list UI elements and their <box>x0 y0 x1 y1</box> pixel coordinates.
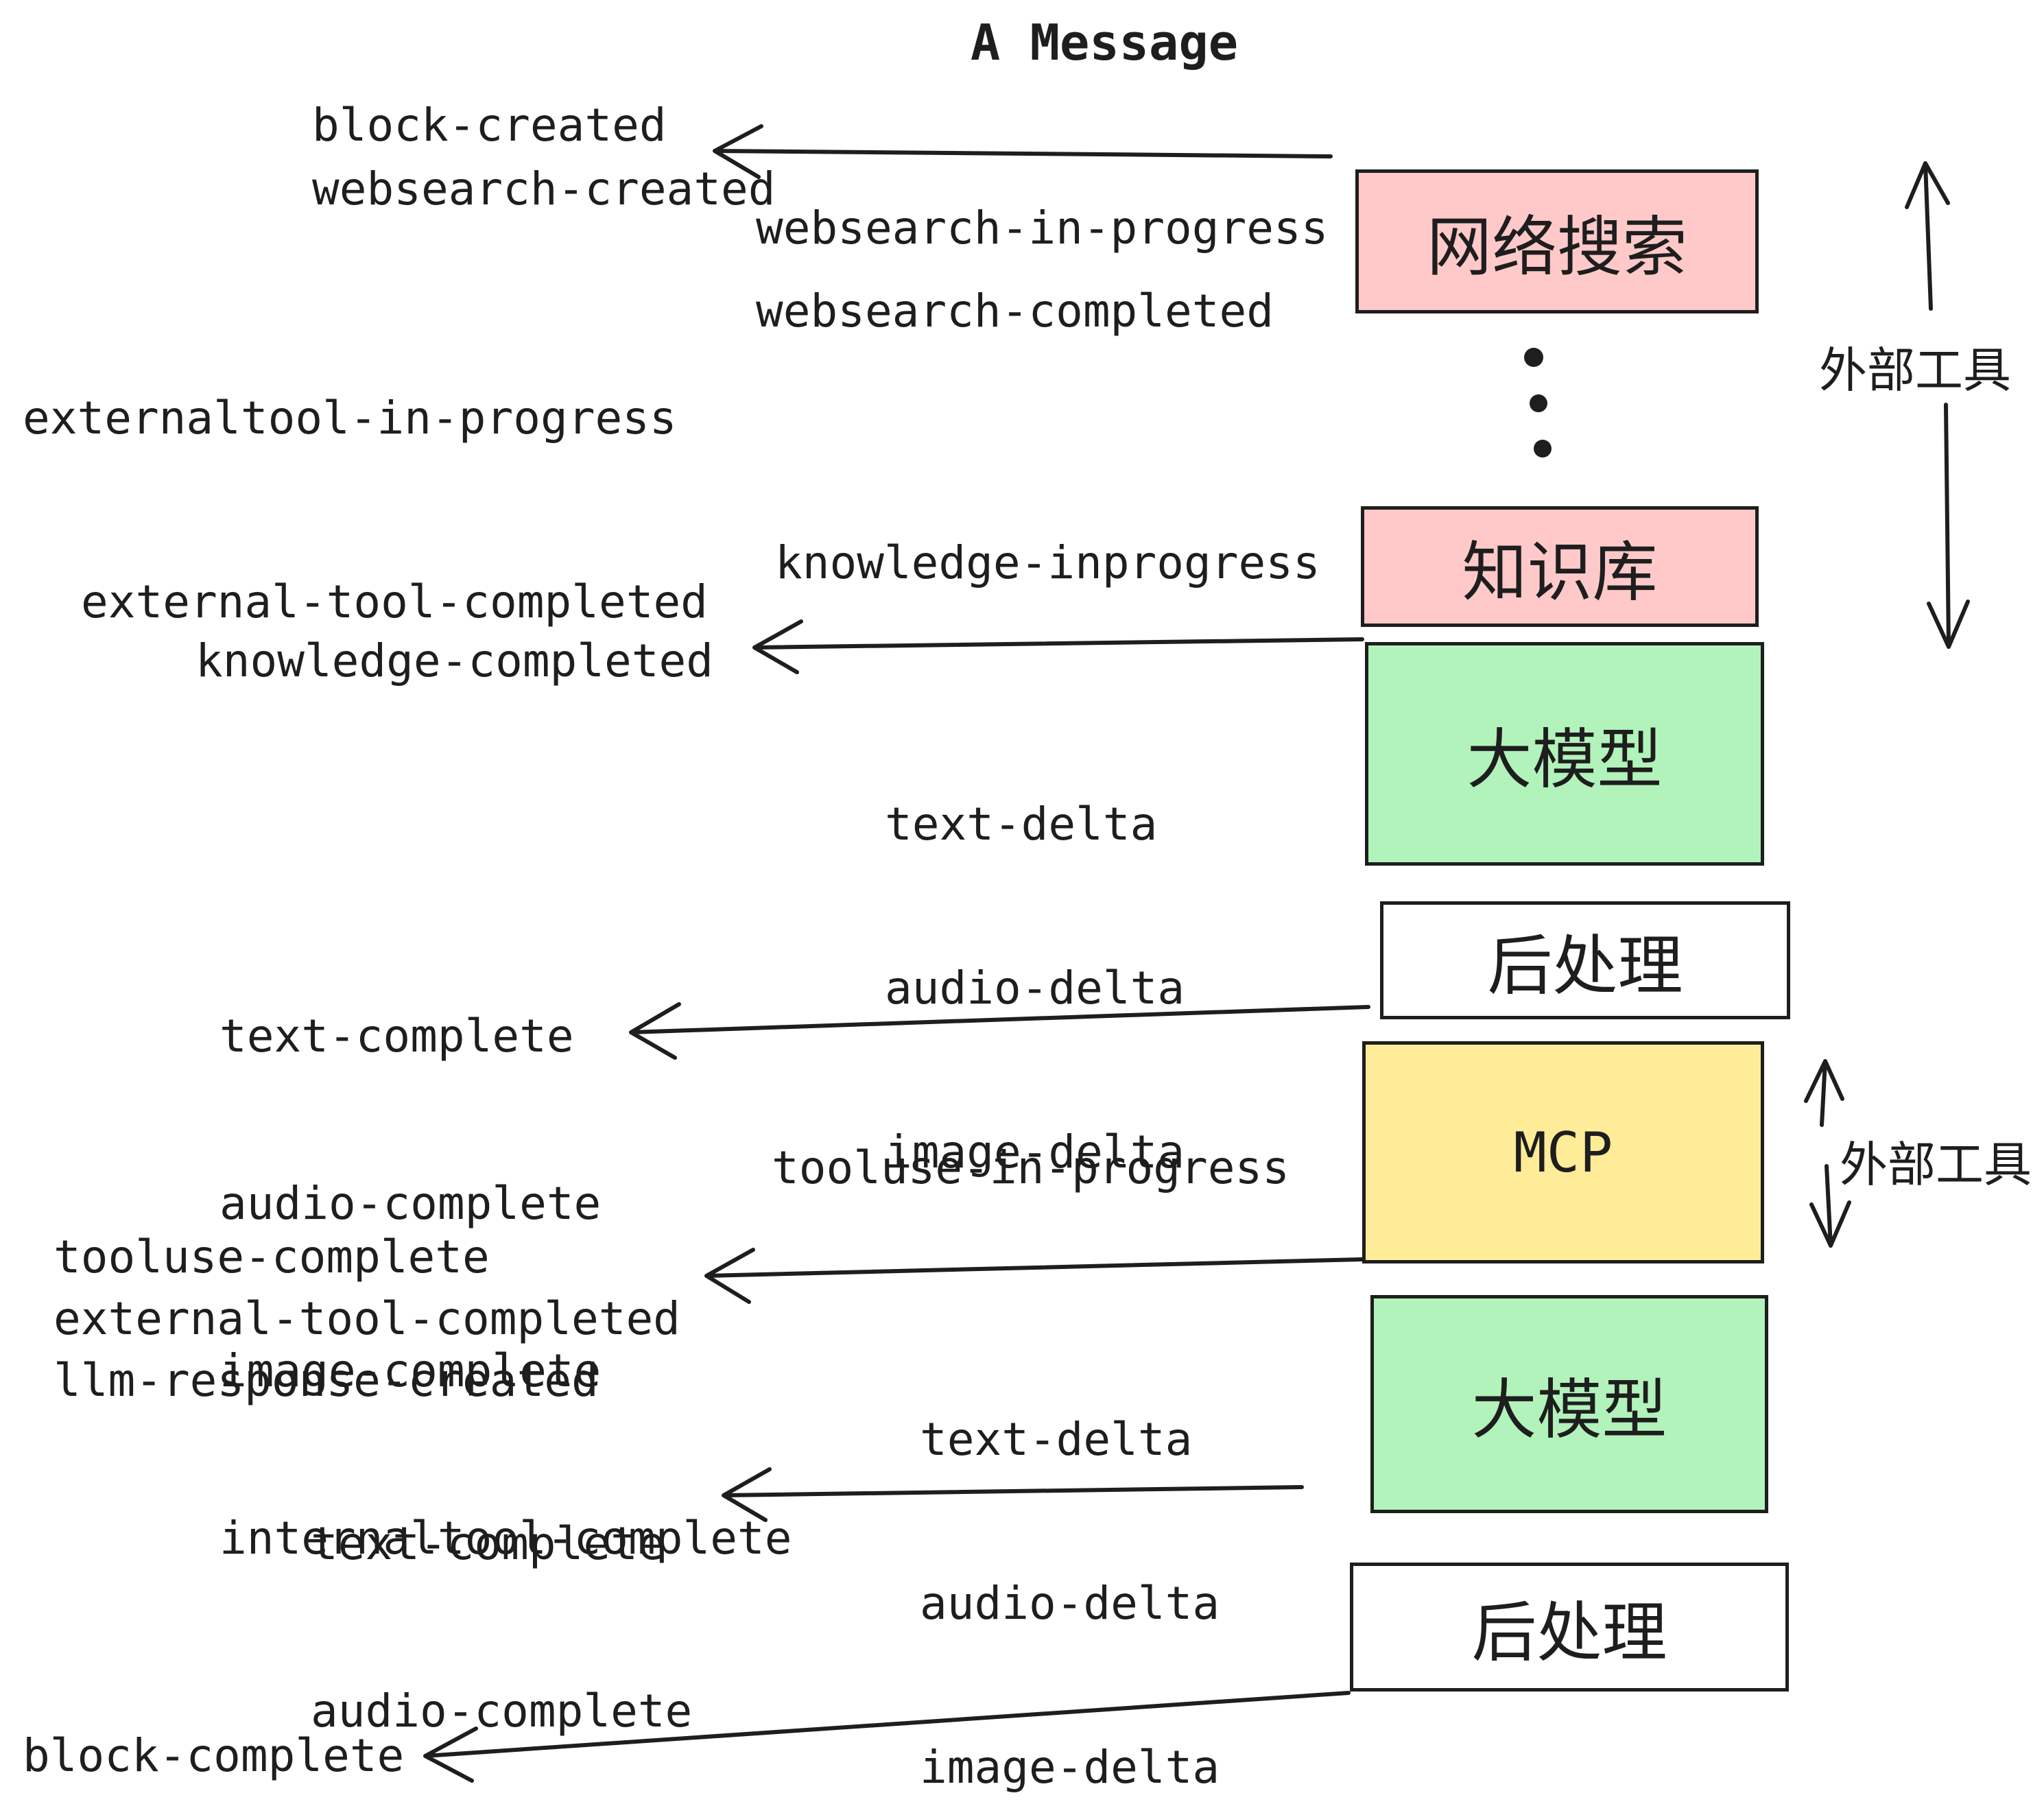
label-audio-complete: audio-complete <box>219 1177 602 1230</box>
arrow-external-tools-1-up <box>1905 161 1950 311</box>
box-post-process-2: 后处理 <box>1350 1563 1789 1692</box>
label-text-complete-2: text-complete <box>311 1517 665 1570</box>
box-mcp: MCP <box>1362 1041 1764 1263</box>
label-block-created: block-created <box>312 99 667 152</box>
dot-2 <box>1530 394 1547 412</box>
box-llm-2-label: 大模型 <box>1471 1373 1667 1447</box>
label-knowledge-completed: knowledge-completed <box>195 634 713 687</box>
label-text-delta: text-delta <box>885 798 1158 851</box>
label-websearch-in-progress: websearch-in-progress <box>756 202 1329 254</box>
label-group-llm1-deltas: text-delta audio-delta image-delta <box>885 689 1185 1287</box>
label-tooluse-complete: tooluse-complete <box>54 1231 490 1283</box>
label-llm-response-created: llm-response-created <box>54 1354 599 1407</box>
label-websearch-completed: websearch-completed <box>756 285 1274 337</box>
box-knowledge-base: 知识库 <box>1361 506 1759 627</box>
arrow-knowledge-completed <box>752 619 1364 674</box>
box-knowledge-base-label: 知识库 <box>1462 536 1658 609</box>
box-llm-1: 大模型 <box>1365 642 1764 866</box>
label-externaltool-in-progress: externaltool-in-progress <box>23 392 677 444</box>
label-external-tool-completed: external-tool-completed <box>81 575 708 628</box>
label-block-complete: block-complete <box>23 1729 405 1782</box>
arrow-external-tools-2-up <box>1804 1059 1844 1127</box>
box-post-process-1: 后处理 <box>1380 901 1790 1019</box>
box-llm-2: 大模型 <box>1370 1295 1768 1513</box>
arrow-websearch-created <box>713 124 1333 179</box>
box-web-search-label: 网络搜索 <box>1426 211 1687 284</box>
side-label-external-tools-2: 外部工具 <box>1840 1138 2032 1191</box>
label-group-llm2-deltas: text-delta audio-delta image-delta <box>920 1305 1220 1804</box>
box-mcp-label: MCP <box>1513 1120 1613 1185</box>
arrow-external-tools-1-down <box>1927 403 1970 649</box>
label-image-complete: image-complete <box>219 1344 602 1397</box>
box-web-search: 网络搜索 <box>1355 169 1759 313</box>
dot-3 <box>1534 440 1552 458</box>
label-image-delta: image-delta <box>885 1126 1185 1178</box>
box-post-process-1-label: 后处理 <box>1487 929 1683 1003</box>
box-post-process-2-label: 后处理 <box>1471 1596 1667 1670</box>
label-text-complete: text-complete <box>219 1010 574 1063</box>
side-label-external-tools-1: 外部工具 <box>1819 344 2011 397</box>
label-knowledge-inprogress: knowledge-inprogress <box>775 536 1320 589</box>
label-websearch-created: websearch-created <box>312 163 776 215</box>
box-llm-1-label: 大模型 <box>1466 723 1663 796</box>
label-external-tool-completed-2: external-tool-completed <box>54 1292 680 1345</box>
label-image-delta-2: image-delta <box>920 1741 1220 1794</box>
label-group-llm1-completes: text-complete audio-complete image-compl… <box>219 900 792 1675</box>
ellipsis-dots <box>1524 348 1552 458</box>
label-audio-complete-2: audio-complete <box>311 1685 693 1737</box>
dot-1 <box>1524 348 1543 367</box>
label-group-llm2-completes: text-complete audio-complete image-compl… <box>311 1408 883 1804</box>
label-tooluse-in-progress: tooluse-in-progress <box>772 1141 1290 1194</box>
label-text-delta-2: text-delta <box>920 1413 1193 1466</box>
label-audio-delta-2: audio-delta <box>920 1577 1220 1630</box>
diagram-title: A Message <box>970 14 1239 71</box>
label-audio-delta: audio-delta <box>885 962 1185 1014</box>
label-internaltool-complete: internaltool-complete <box>219 1512 792 1565</box>
